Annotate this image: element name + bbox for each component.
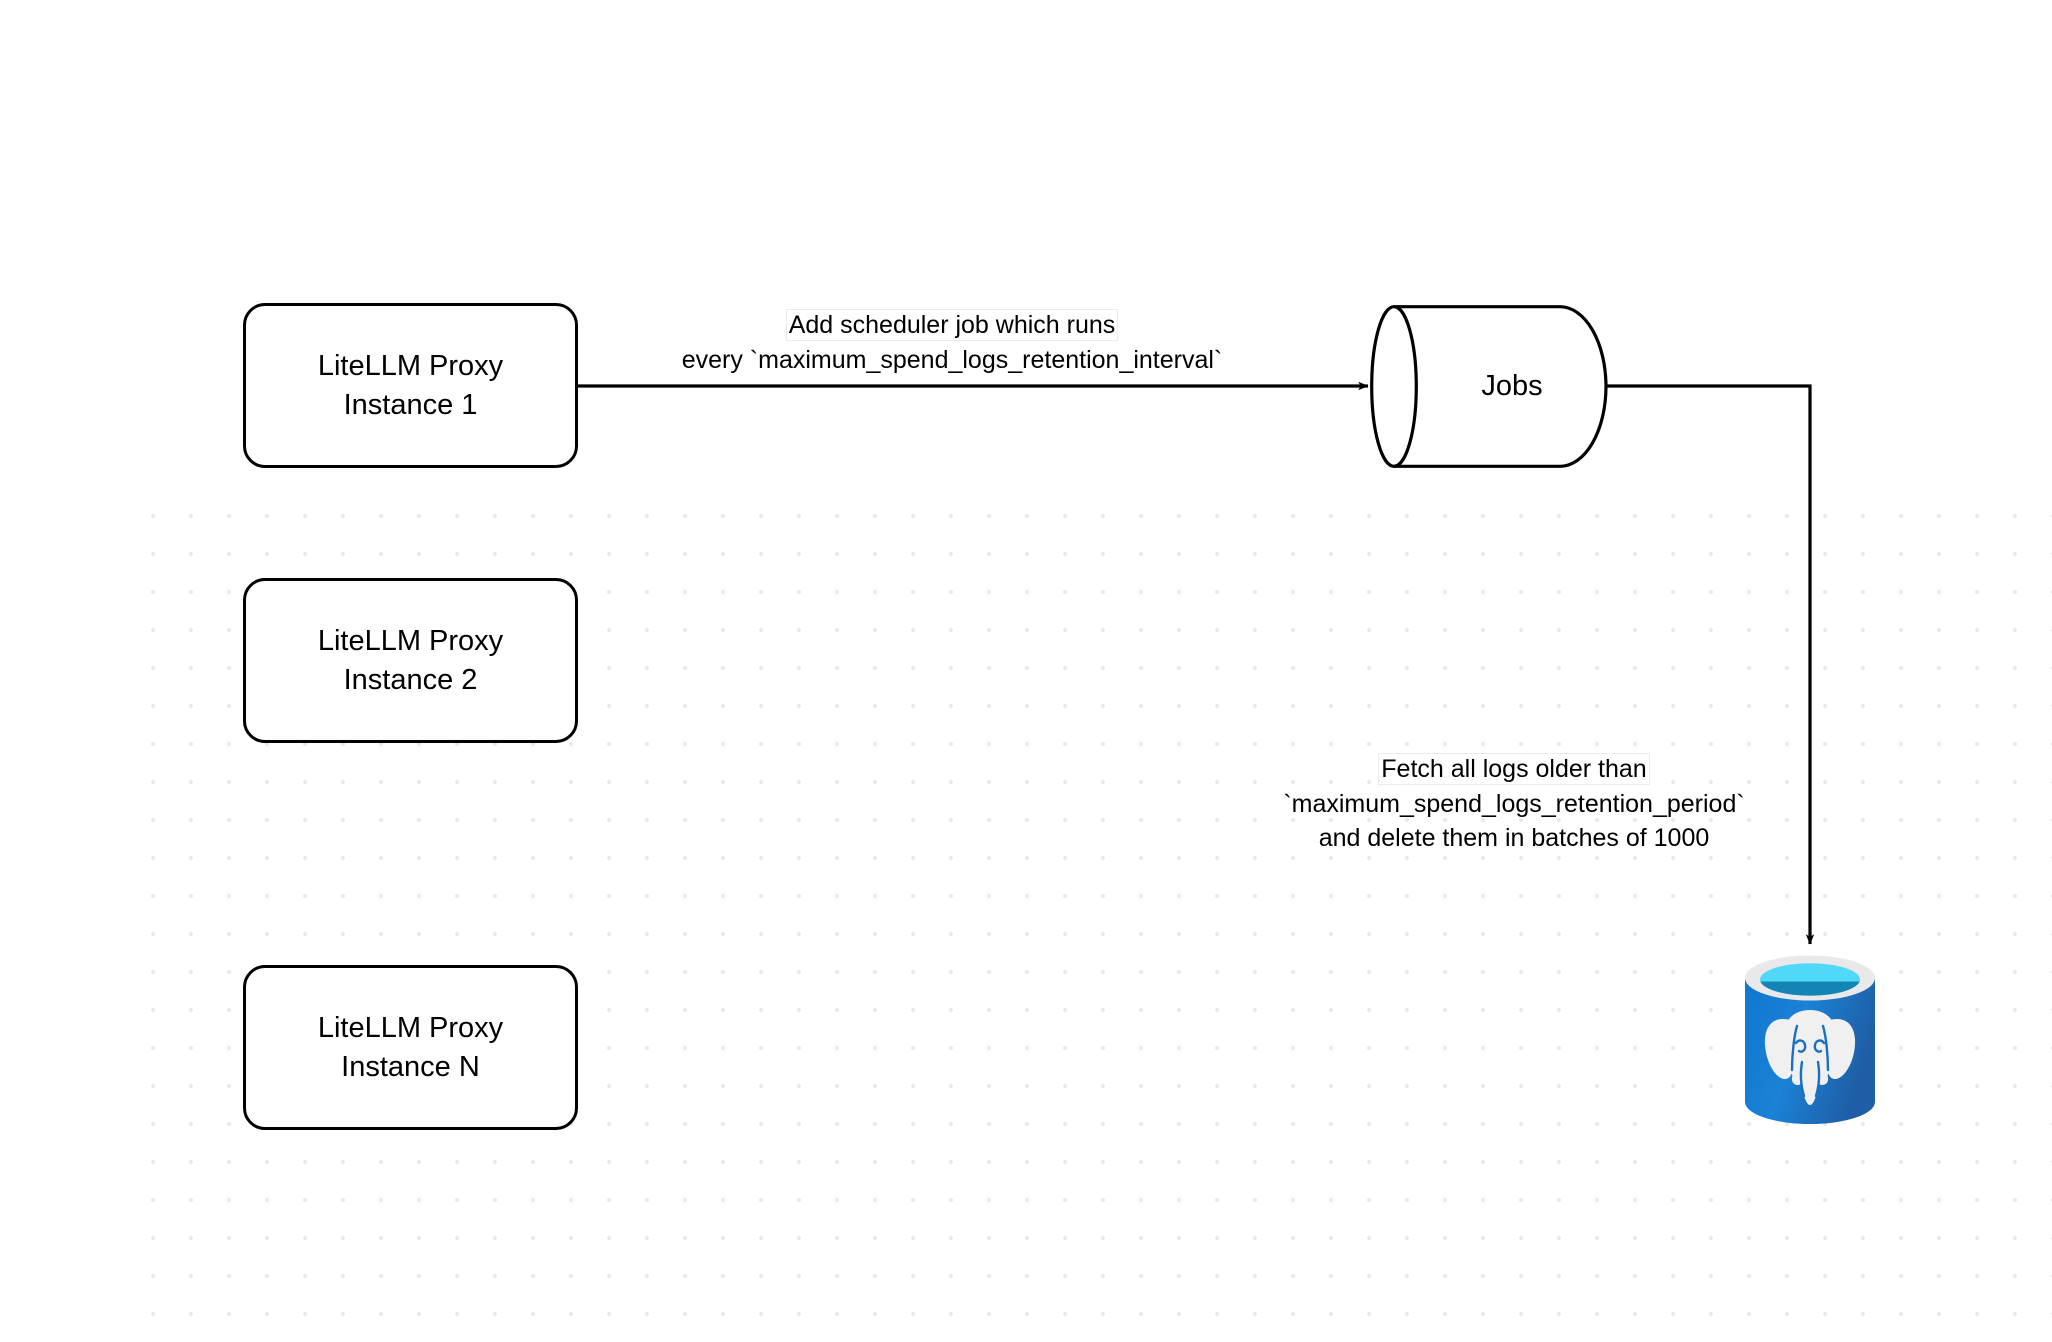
edge-fetch-path [1607,384,1815,945]
edge-label-scheduler-line2: every `maximum_spend_logs_retention_inte… [681,345,1223,374]
jobs-cylinder-shape [1370,305,1608,468]
edge-label-fetch: Fetch all logs older than `maximum_spend… [1240,752,1788,856]
node-litellm-proxy-instance-2[interactable]: LiteLLM Proxy Instance 2 [243,578,578,743]
node-litellm-proxy-instance-1[interactable]: LiteLLM Proxy Instance 1 [243,303,578,468]
node-litellm-proxy-instance-n[interactable]: LiteLLM Proxy Instance N [243,965,578,1130]
postgresql-icon [1745,955,1875,1124]
proxy-1-label-line2: Instance 1 [343,388,478,421]
node-postgres-database[interactable] [1742,950,1878,1130]
jobs-node-label: Jobs [1481,370,1543,402]
edge-label-fetch-line1: Fetch all logs older than [1378,753,1650,785]
proxy-1-label: LiteLLM Proxy Instance 1 [318,347,503,424]
edge-label-scheduler: Add scheduler job which runs every `maxi… [596,308,1308,377]
proxy-3-label-line2: Instance N [341,1050,480,1083]
proxy-2-label-line1: LiteLLM Proxy [317,624,504,657]
edge-label-fetch-line2: `maximum_spend_logs_retention_period` [1283,789,1745,818]
node-jobs-queue[interactable]: Jobs [1370,305,1608,468]
proxy-1-label-line1: LiteLLM Proxy [317,349,504,382]
edge-label-scheduler-line1: Add scheduler job which runs [785,309,1119,341]
proxy-3-label-line1: LiteLLM Proxy [317,1011,504,1044]
proxy-3-label: LiteLLM Proxy Instance N [318,1009,503,1086]
edge-label-fetch-line3: and delete them in batches of 1000 [1318,824,1710,852]
proxy-2-label-line2: Instance 2 [343,663,478,696]
proxy-2-label: LiteLLM Proxy Instance 2 [318,622,503,699]
